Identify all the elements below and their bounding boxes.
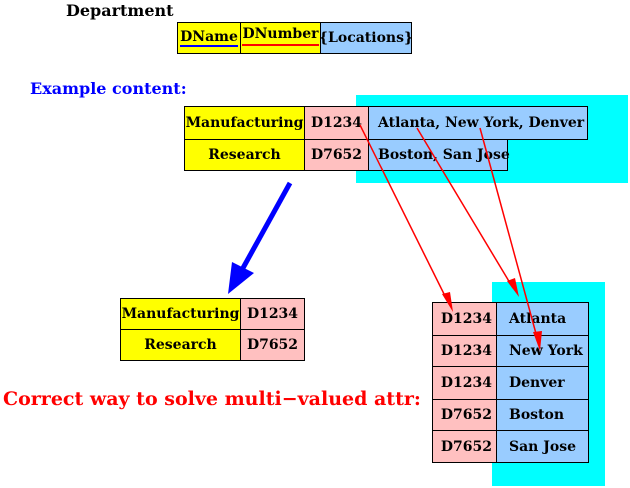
example-row-2-name: Research [184,139,305,171]
example-row-1-name-text: Manufacturing [185,115,304,131]
example-label: Example content: [30,79,187,98]
loc-row-4-location-text: Boston [509,407,565,423]
example-row-2-number-text: D7652 [310,147,363,163]
example-row-1-locations-text: Atlanta, New York, Denver [378,115,585,131]
dept-row-2-number-text: D7652 [246,337,299,353]
blue-arrow [228,181,293,294]
example-row-2-number: D7652 [304,139,369,171]
loc-row-3-number: D1234 [432,366,497,400]
example-row-2-name-text: Research [208,147,281,163]
loc-row-4-location: Boston [496,399,589,431]
example-row-1-name: Manufacturing [184,106,305,140]
loc-row-2-number: D1234 [432,335,497,367]
loc-row-5-location-text: San Jose [509,438,576,455]
loc-row-2-location-text: New York [509,343,583,359]
dept-row-1-number-text: D1234 [246,306,299,322]
loc-row-2-number-text: D1234 [440,343,492,359]
schema-attr-dnumber-label: DNumber [242,26,319,46]
loc-row-5-number-text: D7652 [440,438,492,455]
loc-row-3-location-text: Denver [509,375,565,391]
caption: Correct way to solve multi−valued attr: [3,388,421,410]
loc-row-1-location-text: Atlanta [509,311,567,327]
loc-row-3-number-text: D1234 [440,375,492,391]
loc-row-5-location: San Jose [496,430,589,463]
dept-row-1-number: D1234 [240,298,305,330]
example-row-1-locations: Atlanta, New York, Denver [368,106,588,140]
dept-row-2-name-text: Research [144,337,217,353]
schema-attr-locations-label: {Locations} [319,30,413,46]
dept-row-1-name: Manufacturing [120,298,241,330]
schema-attr-locations: {Locations} [319,22,413,54]
schema-title: Department [66,1,174,20]
red-arrow-new-york [479,127,542,351]
dept-row-2-number: D7652 [240,329,305,361]
loc-row-4-number-text: D7652 [440,407,492,423]
red-arrow-atlanta [416,127,519,297]
dept-row-1-name-text: Manufacturing [121,306,240,322]
schema-attr-dname-label: DName [180,29,238,47]
example-row-1-number-text: D1234 [310,115,363,131]
loc-row-5-number: D7652 [432,430,497,463]
example-row-2-locations-text: Boston, San Jose [378,147,510,163]
dept-row-2-name: Research [120,329,241,361]
loc-row-1-location: Atlanta [496,302,589,336]
loc-row-1-number-text: D1234 [440,311,492,327]
red-arrow-d1234 [359,124,453,312]
loc-row-2-location: New York [496,335,589,367]
